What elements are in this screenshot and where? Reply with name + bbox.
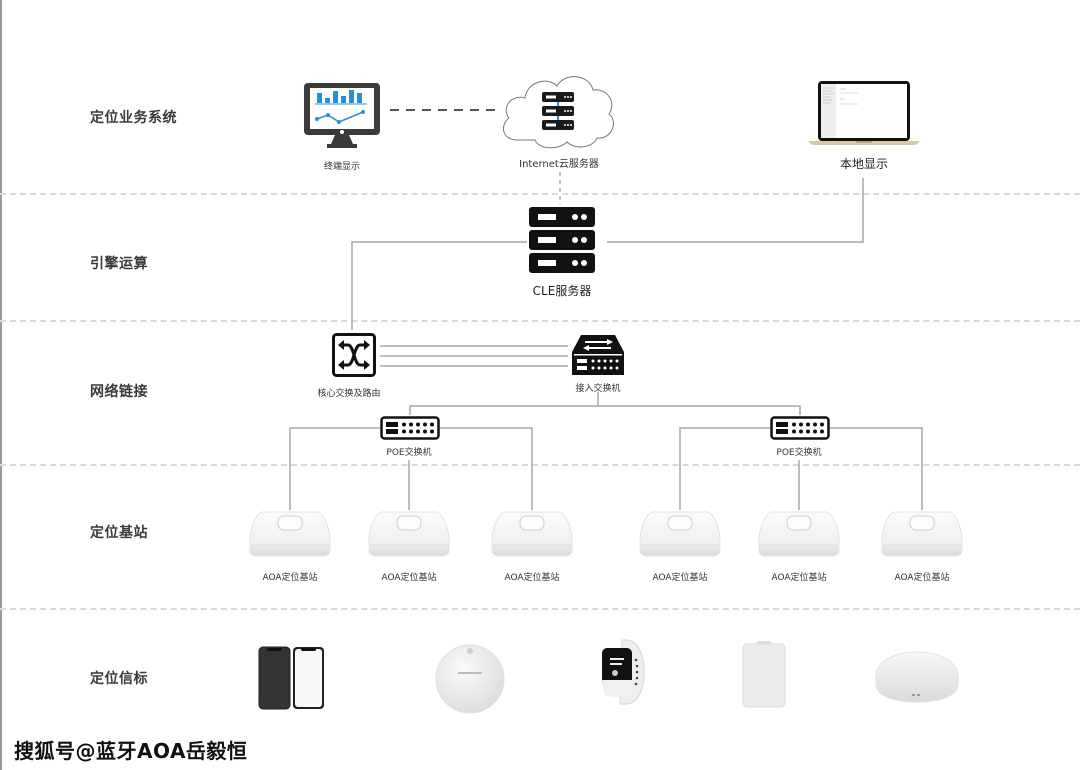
link-poe-station-1 bbox=[289, 427, 380, 510]
aoa-station-node[interactable] bbox=[249, 510, 331, 562]
access-switch-node[interactable] bbox=[571, 334, 625, 380]
cloud-server-node[interactable] bbox=[497, 70, 619, 156]
layer-label-stations: 定位基站 bbox=[90, 525, 148, 541]
local-display-label: 本地显示 bbox=[839, 157, 889, 171]
beacon-puck[interactable] bbox=[874, 650, 960, 708]
beacon-smartphones[interactable] bbox=[258, 646, 326, 714]
aoa-base-station-icon bbox=[881, 511, 963, 557]
link-access-poe-right bbox=[598, 405, 801, 415]
aoa-station-label: AOA定位基站 bbox=[381, 573, 437, 583]
layer-label-network: 网络链接 bbox=[90, 384, 148, 400]
layer-label-beacons: 定位信标 bbox=[90, 671, 148, 687]
laptop-icon bbox=[808, 81, 920, 145]
layer-separator bbox=[0, 608, 1080, 610]
aoa-base-station-icon bbox=[249, 511, 331, 557]
aoa-station-node[interactable] bbox=[758, 510, 840, 562]
core-switch-label: 核心交换及路由 bbox=[317, 389, 381, 399]
aoa-station-node[interactable] bbox=[881, 510, 963, 562]
link-cle-core bbox=[351, 241, 527, 330]
core-switch-router-icon bbox=[332, 333, 376, 377]
cloud-server-icon bbox=[502, 76, 614, 149]
link-poe-station-3 bbox=[440, 427, 533, 510]
round-tag-icon bbox=[435, 644, 505, 714]
layer-label-business: 定位业务系统 bbox=[90, 110, 177, 126]
core-switch-node[interactable] bbox=[332, 333, 376, 381]
aoa-station-label: AOA定位基站 bbox=[262, 573, 318, 583]
poe-switch-icon bbox=[770, 416, 830, 440]
aoa-base-station-icon bbox=[639, 511, 721, 557]
access-switch-icon bbox=[572, 335, 624, 375]
cloud-server-label: Internet云服务器 bbox=[519, 159, 599, 170]
server-rack-icon bbox=[529, 207, 595, 273]
layer-separator bbox=[0, 193, 1080, 195]
aoa-station-label: AOA定位基站 bbox=[771, 573, 827, 583]
aoa-station-label: AOA定位基站 bbox=[504, 573, 560, 583]
aoa-base-station-icon bbox=[368, 511, 450, 557]
beacon-round-tag[interactable] bbox=[434, 642, 506, 718]
layer-separator bbox=[0, 464, 1080, 466]
beacon-smart-watch[interactable] bbox=[600, 638, 646, 710]
watermark-text: 搜狐号@蓝牙AOA岳毅恒 bbox=[14, 739, 248, 763]
local-display-node[interactable] bbox=[808, 80, 920, 150]
terminal-display-node[interactable] bbox=[303, 82, 381, 154]
poe-switch-left-node[interactable] bbox=[380, 416, 440, 444]
poe-switch-right-label: POE交换机 bbox=[776, 448, 822, 458]
layer-separator bbox=[0, 320, 1080, 322]
badge-card-icon bbox=[742, 641, 786, 708]
access-switch-label: 接入交换机 bbox=[575, 384, 621, 394]
aoa-station-node[interactable] bbox=[368, 510, 450, 562]
beacon-badge-card[interactable] bbox=[742, 640, 786, 712]
poe-switch-right-node[interactable] bbox=[770, 416, 830, 444]
link-cle-local bbox=[607, 178, 864, 243]
aoa-station-node[interactable] bbox=[491, 510, 573, 562]
aoa-base-station-icon bbox=[491, 511, 573, 557]
cle-server-label: CLE服务器 bbox=[532, 284, 592, 298]
poe-switch-left-label: POE交换机 bbox=[386, 448, 432, 458]
poe-switch-icon bbox=[380, 416, 440, 440]
aoa-base-station-icon bbox=[758, 511, 840, 557]
cle-server-node[interactable] bbox=[529, 207, 595, 277]
monitor-chart-icon bbox=[304, 83, 380, 148]
aoa-station-label: AOA定位基站 bbox=[652, 573, 708, 583]
link-access-poe-left bbox=[409, 392, 599, 415]
link-poe-station-4 bbox=[679, 427, 770, 510]
smartphone-icon bbox=[258, 646, 324, 710]
aoa-station-label: AOA定位基站 bbox=[894, 573, 950, 583]
layer-label-engine: 引擎运算 bbox=[90, 256, 148, 272]
link-poe-station-6 bbox=[830, 427, 923, 510]
terminal-display-label: 终端显示 bbox=[323, 162, 361, 172]
smart-watch-icon bbox=[602, 639, 645, 705]
puck-beacon-icon bbox=[875, 651, 959, 703]
aoa-station-node[interactable] bbox=[639, 510, 721, 562]
